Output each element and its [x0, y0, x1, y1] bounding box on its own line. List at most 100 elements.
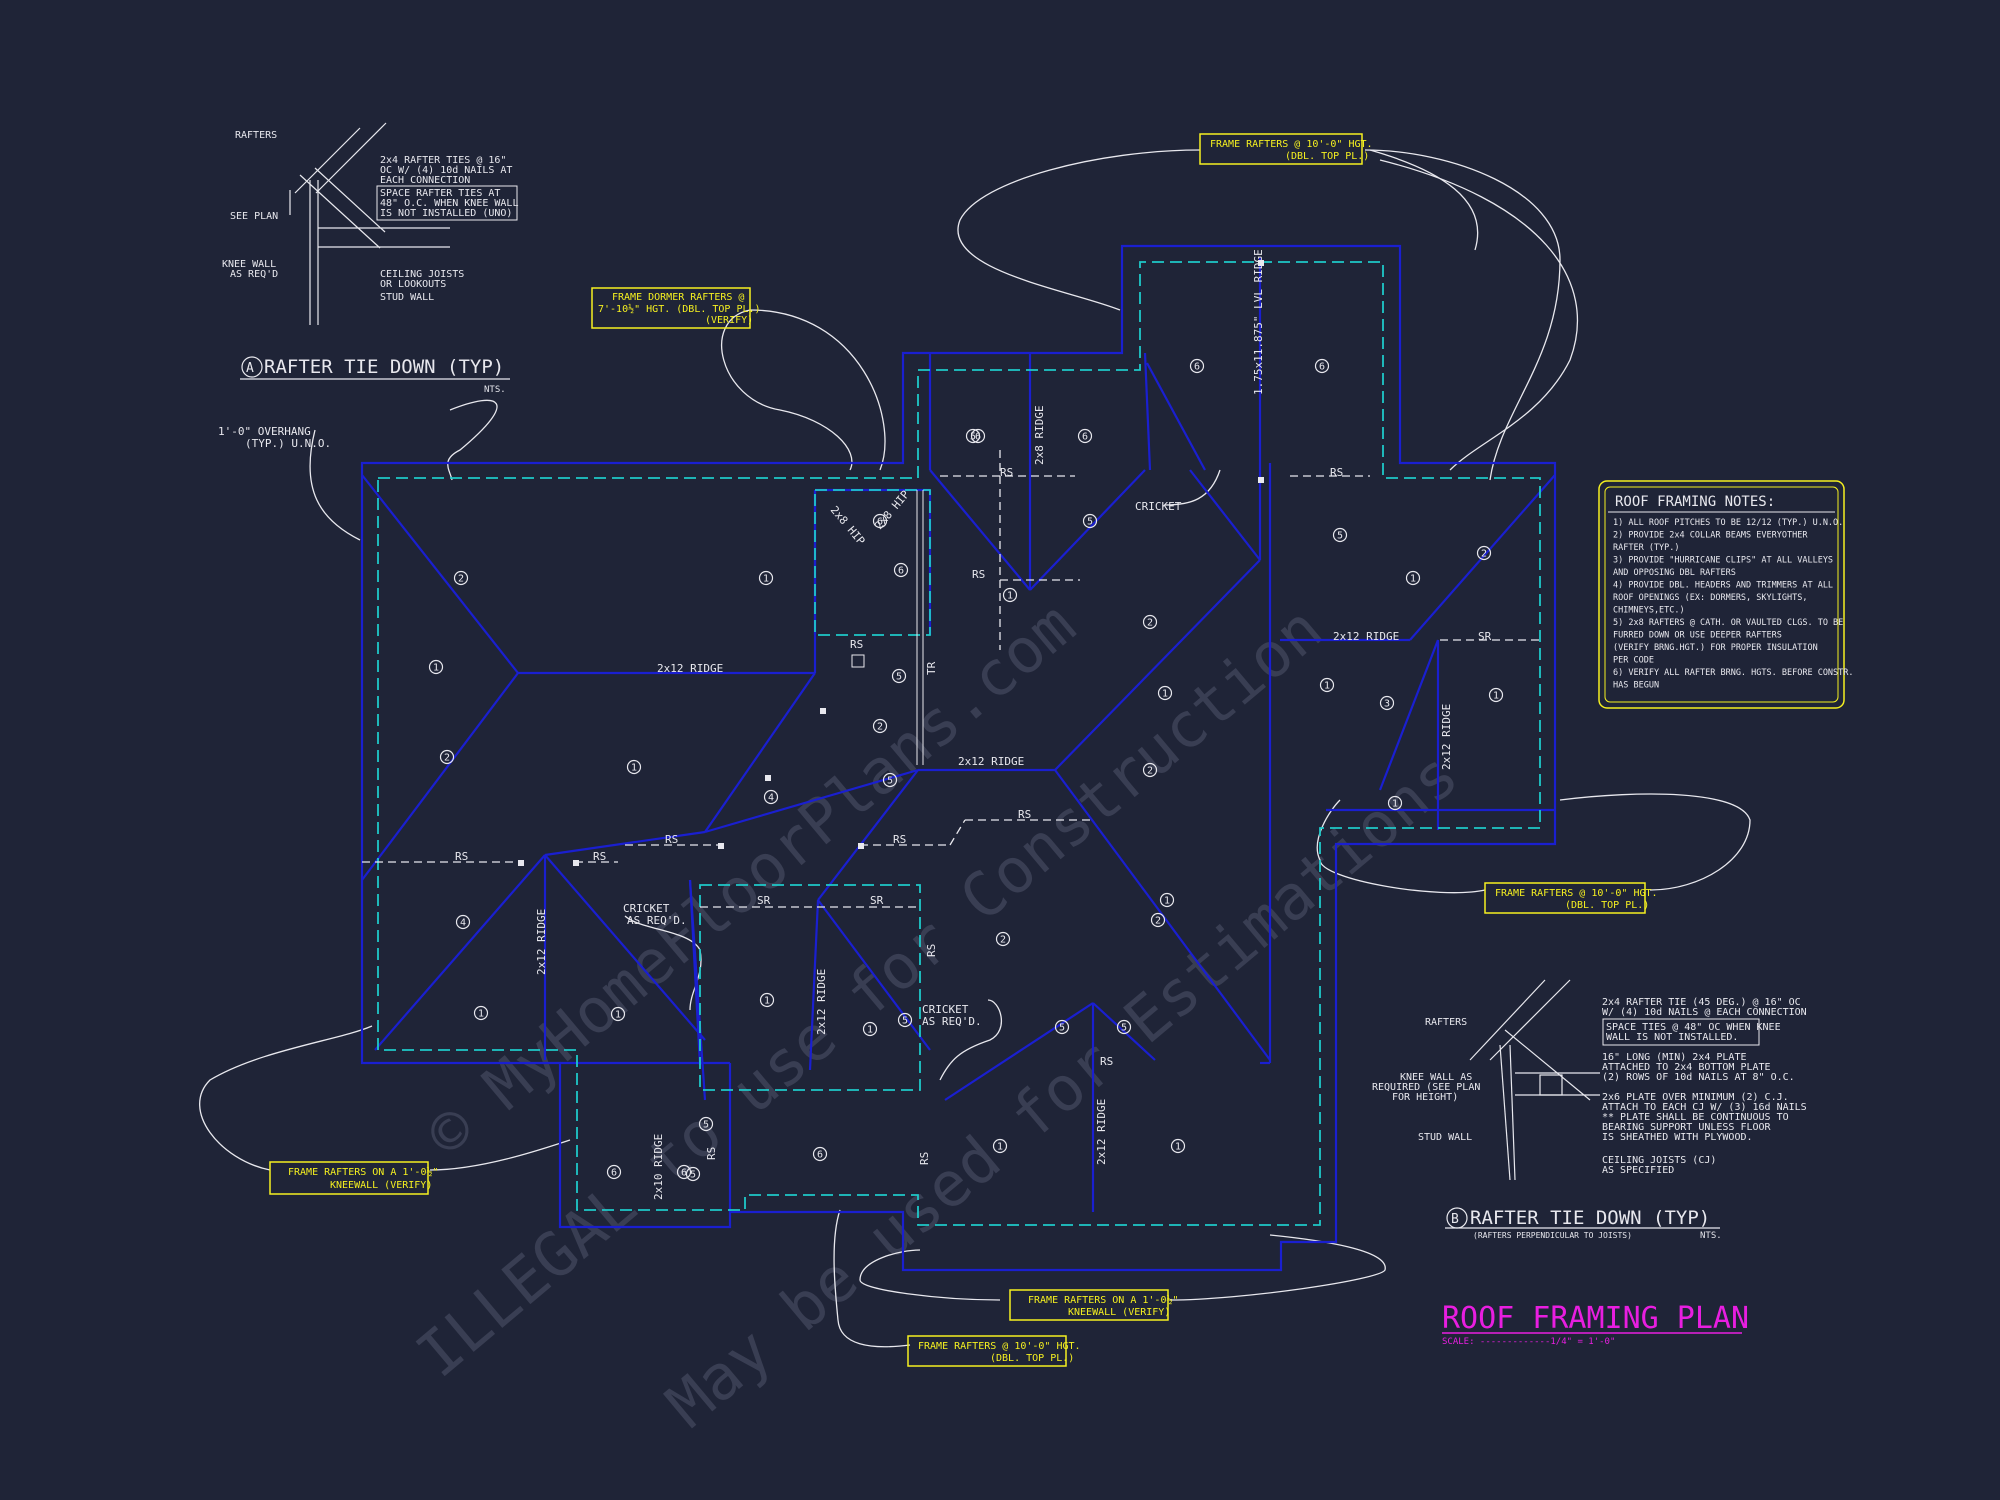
callout-text: KNEEWALL (VERIFY) — [330, 1180, 432, 1191]
note-line: PER CODE — [1613, 656, 1654, 666]
pitch-marker-number: 5 — [896, 672, 902, 683]
rs-label: RS — [1018, 808, 1031, 821]
pitch-marker-circle — [473, 1005, 489, 1021]
spacing-note: IS NOT INSTALLED (UNO) — [380, 208, 512, 219]
callout-text: 7'-10½" HGT. (DBL. TOP PL.) — [598, 303, 761, 315]
cricket-label: CRICKET — [922, 1003, 969, 1016]
pitch-marker-circle — [1189, 358, 1205, 374]
pitch-marker-circle — [685, 1166, 701, 1182]
rs-label: RS — [850, 638, 863, 651]
tr-label: TR — [925, 661, 938, 675]
callout-text: FRAME DORMER RAFTERS @ — [612, 292, 744, 303]
pitch-marker-circle — [758, 570, 774, 586]
ceiling-joists-label: OR LOOKOUTS — [380, 279, 446, 290]
callout-text: FRAME RAFTERS @ 10'-0" HGT. — [1210, 139, 1373, 150]
notes-box-inner — [1604, 486, 1839, 703]
detail-a-title: A RAFTER TIE DOWN (TYP) NTS. — [240, 356, 510, 395]
ceiling-joists-label: CEILING JOISTS (CJ) — [1602, 1155, 1716, 1166]
pitch-marker-number: 6 — [1194, 362, 1200, 373]
lvl-ridge-label: 1.75x11.875" LVL RIDGE — [1252, 249, 1265, 395]
ties-note: EACH CONNECTION — [380, 175, 470, 186]
pitch-marker-number: 6 — [898, 566, 904, 577]
detail-title: RAFTER TIE DOWN (TYP) — [1470, 1207, 1710, 1229]
cricket-label: AS REQ'D. — [627, 914, 687, 927]
spacing-note: 48" O.C. WHEN KNEE WALL — [380, 198, 518, 209]
rs-label: RS — [705, 1147, 718, 1160]
pitch-marker-number: 1 — [1162, 689, 1168, 700]
pitch-marker-number: 1 — [615, 1010, 621, 1021]
pitch-marker-number: 1 — [763, 574, 769, 585]
pitch-marker-circle — [1405, 570, 1421, 586]
wall-line-dashed — [377, 261, 1541, 1226]
ceiling-joists-label: AS SPECIFIED — [1602, 1165, 1674, 1176]
pitch-marker-number: 5 — [1337, 531, 1343, 542]
cricket-label: CRICKET — [1135, 500, 1182, 513]
detail-b-labels: RAFTERS KNEE WALL AS REQUIRED (SEE PLAN … — [1372, 997, 1807, 1176]
pitch-marker-circle — [893, 562, 909, 578]
pitch-marker-circle — [428, 659, 444, 675]
pitch-marker-number: 6 — [681, 1168, 687, 1179]
pitch-marker-circle — [1476, 545, 1492, 561]
knee-wall-label: AS REQ'D — [230, 269, 278, 280]
pitch-marker-number: 5 — [1059, 1023, 1065, 1034]
pitch-marker-number: 4 — [460, 918, 466, 929]
pitch-marker-circle — [970, 428, 986, 444]
spacing-note: WALL IS NOT INSTALLED. — [1606, 1032, 1738, 1043]
callout-dormer: FRAME DORMER RAFTERS @ 7'-10½" HGT. (DBL… — [591, 287, 761, 329]
pitch-marker-number: 5 — [887, 776, 893, 787]
cricket-label: AS REQ'D. — [922, 1015, 982, 1028]
callout-bottom-kneewall: FRAME RAFTERS ON A 1'-0½" KNEEWALL (VERI… — [1009, 1289, 1179, 1321]
pitch-marker-circle — [1082, 513, 1098, 529]
plate-note: ATTACHED TO 2x4 BOTTOM PLATE — [1602, 1062, 1771, 1073]
overhang-label: (TYP.) U.N.O. — [245, 437, 331, 450]
pitch-marker-circle — [1002, 587, 1018, 603]
pitch-marker-circle — [1054, 1019, 1070, 1035]
pitch-marker-circle — [610, 1006, 626, 1022]
note-line: 1) ALL ROOF PITCHES TO BE 12/12 (TYP.) U… — [1613, 518, 1843, 528]
pitch-marker-number: 2 — [1000, 935, 1006, 946]
callout-text: FRAME RAFTERS @ 10'-0" HGT. — [1495, 888, 1658, 899]
rafter-support-lines — [362, 450, 1540, 908]
note-line: 5) 2x8 RAFTERS @ CATH. OR VAULTED CLGS. … — [1613, 618, 1843, 628]
pitch-marker-number: 2 — [458, 574, 464, 585]
pitch-marker-number: 5 — [1087, 517, 1093, 528]
pitch-marker-circle — [626, 759, 642, 775]
pitch-marker-number: 2 — [877, 722, 883, 733]
spacing-note-box — [376, 185, 518, 221]
pitch-marker-circle — [1319, 677, 1335, 693]
callout-text: (DBL. TOP PL.) — [1285, 151, 1369, 162]
rs-label: RS — [455, 850, 468, 863]
spacing-note: SPACE RAFTER TIES AT — [380, 188, 500, 199]
pitch-marker-circle — [1142, 762, 1158, 778]
pitch-marker-number: 1 — [1175, 1142, 1181, 1153]
pitch-marker-circle — [676, 1164, 692, 1180]
pitch-marker-number: 1 — [764, 996, 770, 1007]
callouts: FRAME RAFTERS @ 10'-0" HGT. (DBL. TOP PL… — [269, 133, 1658, 1367]
pitch-marker-number: 2 — [1147, 618, 1153, 629]
detail-subtitle: (RAFTERS PERPENDICULAR TO JOISTS) — [1473, 1231, 1632, 1240]
pitch-marker-circle — [1314, 358, 1330, 374]
pitch-marker-number: 1 — [631, 763, 637, 774]
ridge-label: 2x12 RIDGE — [815, 969, 828, 1035]
callout-text: (DBL. TOP PL.) — [990, 1353, 1074, 1364]
pitch-marker-number: 1 — [1007, 591, 1013, 602]
ridge-label: 2x12 RIDGE — [1333, 630, 1399, 643]
pitch-marker-number: 6 — [1319, 362, 1325, 373]
note-line: AND OPPOSING DBL RAFTERS — [1613, 568, 1736, 578]
knee-wall-label: FOR HEIGHT) — [1392, 1092, 1458, 1103]
pitch-marker-circle — [1150, 912, 1166, 928]
ties-note: 2x4 RAFTER TIES @ 16" — [380, 155, 506, 166]
detail-a-labels: RAFTERS SEE PLAN KNEE WALL AS REQ'D 2x4 … — [222, 130, 518, 303]
knee-wall-label: KNEE WALL — [222, 259, 276, 270]
pitch-marker-number: 6 — [611, 1168, 617, 1179]
cj-note: 2x6 PLATE OVER MINIMUM (2) C.J. — [1602, 1092, 1789, 1103]
detail-b-title: B RAFTER TIE DOWN (TYP) (RAFTERS PERPEND… — [1445, 1207, 1722, 1241]
roof-outline — [360, 244, 1557, 1272]
pitch-marker-number: 2 — [1155, 916, 1161, 927]
pitch-marker-circle — [872, 718, 888, 734]
rs-label: RS — [918, 1152, 931, 1165]
knee-wall-label: REQUIRED (SEE PLAN — [1372, 1082, 1480, 1093]
pitch-marker-number: 6 — [1082, 432, 1088, 443]
